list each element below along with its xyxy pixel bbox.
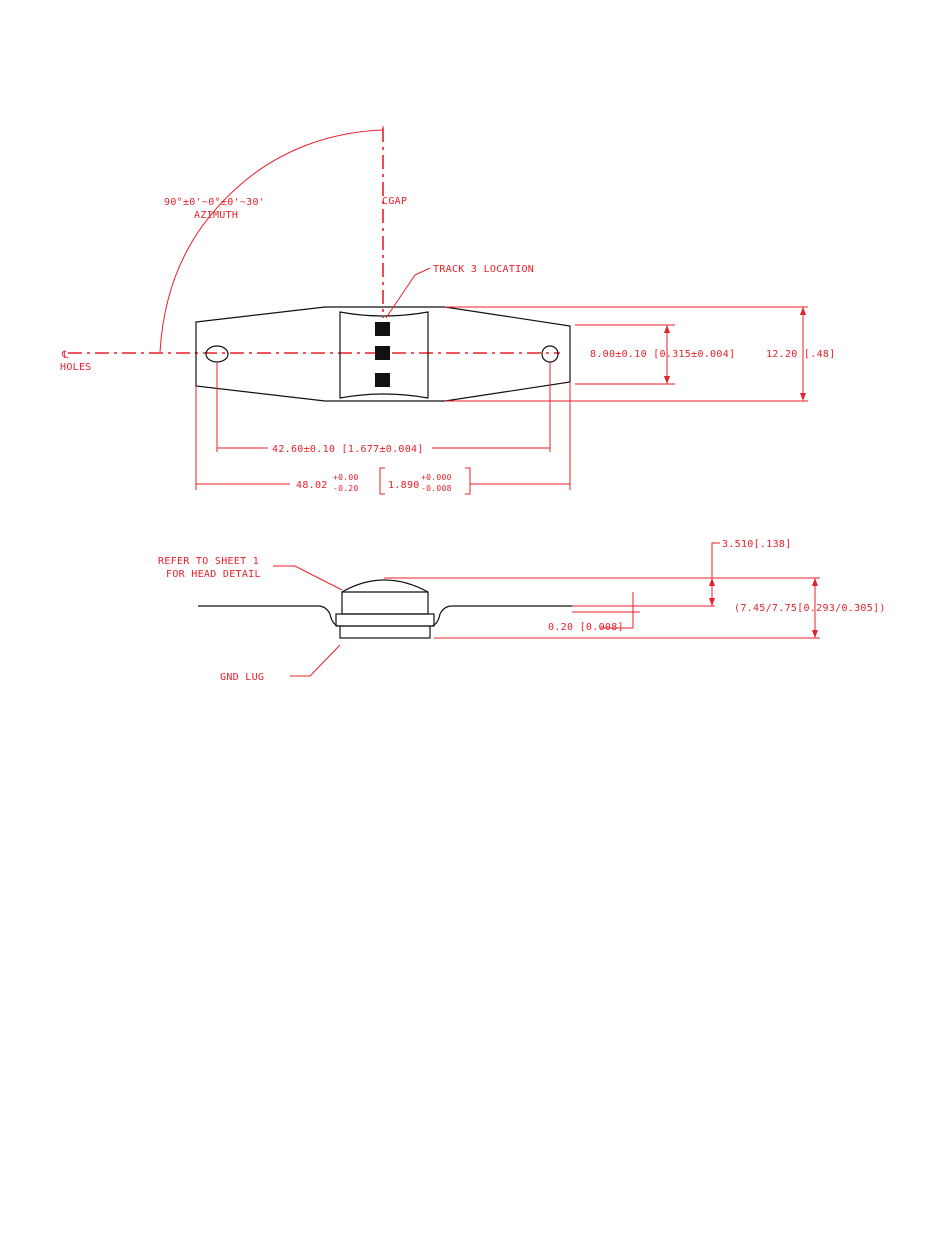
mount-right-curve	[432, 606, 452, 626]
refer-leader	[273, 566, 342, 590]
dim-overall-tol-minus: -0.20	[333, 484, 359, 493]
arrow-inner-bottom	[664, 376, 670, 384]
gnd-lug-text: GND LUG	[220, 672, 264, 683]
track-leader	[386, 268, 430, 318]
centerline-symbol: ℄	[61, 350, 69, 361]
gnd-lug-leader	[290, 645, 340, 676]
holes-label: HOLES	[60, 362, 92, 373]
arrow-height-bottom	[812, 630, 818, 638]
azimuth-tolerance-text: 90°±0'~0°±0'~30'	[164, 197, 265, 208]
dim-overall-inch-tol-plus: +0.000	[421, 473, 452, 482]
refer-line1: REFER TO SHEET 1	[158, 556, 259, 567]
track-label: TRACK 3 LOCATION	[433, 264, 534, 275]
track-2	[375, 346, 390, 360]
azimuth-arc	[160, 130, 383, 352]
track-3	[375, 373, 390, 387]
arrow-3510-bottom	[709, 598, 715, 606]
arrow-outer-top	[800, 307, 806, 315]
track-1	[375, 322, 390, 336]
housing-base	[340, 626, 430, 638]
mount-left-curve	[318, 606, 338, 626]
dim-height-text: (7.45/7.75[0.293/0.305])	[734, 603, 886, 614]
arrow-inner-top	[664, 325, 670, 333]
side-view: REFER TO SHEET 1 FOR HEAD DETAIL 3.510[.…	[158, 539, 886, 683]
arrow-3510-top	[709, 578, 715, 586]
refer-line2: FOR HEAD DETAIL	[166, 569, 261, 580]
dim-outer-height: 12.20 [.48]	[766, 349, 836, 360]
gap-label: CGAP	[382, 196, 407, 207]
dim-top-text: 3.510[.138]	[722, 539, 792, 550]
dim-inner-height: 8.00±0.10 [0.315±0.004]	[590, 349, 735, 360]
housing	[336, 614, 434, 626]
dim-overall-main: 48.02	[296, 480, 328, 491]
dim-small-text: 0.20 [0.008]	[548, 622, 624, 633]
bracket-left	[380, 468, 385, 494]
mounting-hole-left	[206, 346, 228, 362]
head-dome	[342, 580, 428, 614]
azimuth-label: AZIMUTH	[194, 210, 238, 221]
bracket-right	[465, 468, 470, 494]
mounting-hole-right	[542, 346, 558, 362]
arrow-height-top	[812, 578, 818, 586]
dim-line-3510	[712, 543, 720, 606]
dim-hole-spacing: 42.60±0.10 [1.677±0.004]	[272, 444, 424, 455]
dim-overall-inch-tol-minus: -0.008	[421, 484, 452, 493]
dim-overall-tol-plus: +0.00	[333, 473, 359, 482]
top-view: 90°±0'~0°±0'~30' AZIMUTH CGAP TRACK 3 LO…	[60, 126, 836, 494]
arrow-outer-bottom	[800, 393, 806, 401]
dim-overall-inch-main: 1.890	[388, 480, 420, 491]
